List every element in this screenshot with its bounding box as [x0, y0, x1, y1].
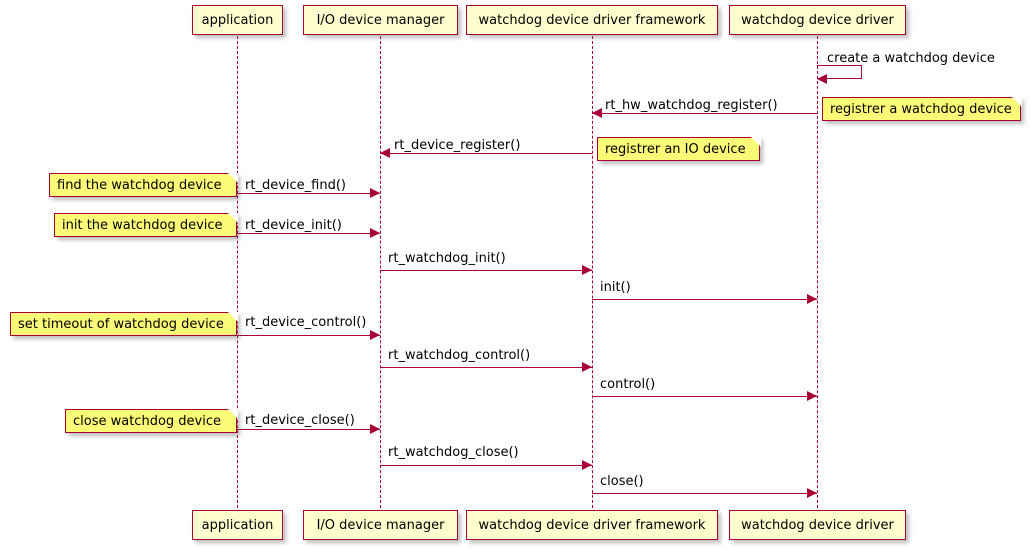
message-line-rt-device-register — [380, 153, 592, 154]
arrow-head-rt-watchdog-close — [582, 460, 592, 470]
arrow-head-rt-watchdog-control — [582, 362, 592, 372]
note-fold-icon — [227, 172, 238, 183]
note-label: registrer a watchdog device — [830, 101, 1012, 117]
note-label: find the watchdog device — [57, 177, 222, 193]
message-line-rt-watchdog-init — [380, 270, 592, 271]
arrow-head-rt-device-close — [370, 424, 380, 434]
message-label-rt-device-close: rt_device_close() — [245, 413, 355, 428]
participant-label: watchdog device driver — [741, 12, 894, 28]
message-label-rt-hw-watchdog-register: rt_hw_watchdog_register() — [605, 98, 778, 113]
participant-application-top[interactable]: application — [192, 5, 283, 35]
participant-framework-top[interactable]: watchdog device driver framework — [466, 5, 718, 35]
participant-driver-top[interactable]: watchdog device driver — [729, 5, 906, 35]
note-fold-icon — [227, 408, 238, 419]
message-label-rt-device-find: rt_device_find() — [245, 178, 346, 193]
lifeline-application — [237, 36, 238, 518]
message-label-rt-watchdog-init: rt_watchdog_init() — [388, 251, 506, 266]
message-line-rt-device-init — [237, 233, 380, 234]
participant-label: watchdog device driver — [741, 517, 894, 533]
note-set-timeout-of-watchdog-device[interactable]: set timeout of watchdog device — [10, 311, 238, 336]
message-label-rt-device-init: rt_device_init() — [245, 218, 342, 233]
note-label: init the watchdog device — [62, 217, 223, 233]
arrow-head-rt-watchdog-init — [582, 265, 592, 275]
note-fold-icon — [750, 136, 761, 147]
message-line-rt-hw-watchdog-register — [592, 113, 817, 114]
arrow-head-rt-hw-watchdog-register — [592, 108, 602, 118]
message-label-rt-device-control: rt_device_control() — [245, 315, 367, 330]
message-line-rt-device-find — [237, 193, 380, 194]
message-line-rt-device-control — [237, 335, 380, 336]
participant-driver-bottom[interactable]: watchdog device driver — [729, 510, 906, 540]
participant-io-device-manager-bottom[interactable]: I/O device manager — [303, 510, 458, 540]
note-fold-icon — [1011, 96, 1022, 107]
arrow-head-rt-device-register — [380, 148, 390, 158]
participant-label: application — [201, 12, 274, 28]
message-label-rt-watchdog-close: rt_watchdog_close() — [388, 445, 519, 460]
message-line-rt-watchdog-control — [380, 367, 592, 368]
note-close-watchdog-device[interactable]: close watchdog device — [65, 408, 238, 433]
participant-label: watchdog device driver framework — [478, 12, 706, 28]
message-label-rt-watchdog-control: rt_watchdog_control() — [388, 348, 531, 363]
message-label-control: control() — [600, 377, 656, 392]
message-label-rt-device-register: rt_device_register() — [394, 138, 521, 153]
note-registrer-a-watchdog-device[interactable]: registrer a watchdog device — [822, 96, 1022, 121]
note-init-the-watchdog-device[interactable]: init the watchdog device — [54, 212, 238, 237]
message-line-rt-watchdog-close — [380, 465, 592, 466]
arrow-head-close — [807, 488, 817, 498]
message-line-close — [592, 493, 817, 494]
message-label-init: init() — [600, 280, 631, 295]
arrow-head-rt-device-control — [370, 330, 380, 340]
note-label: registrer an IO device — [605, 141, 746, 157]
lifeline-io-device-manager — [380, 36, 381, 518]
message-line-control — [592, 396, 817, 397]
note-fold-icon — [227, 212, 238, 223]
arrow-head-rt-device-init — [370, 228, 380, 238]
participant-io-device-manager-top[interactable]: I/O device manager — [303, 5, 458, 35]
lifeline-driver — [817, 36, 818, 518]
arrow-head-init — [807, 294, 817, 304]
participant-application-bottom[interactable]: application — [192, 510, 283, 540]
note-find-the-watchdog-device[interactable]: find the watchdog device — [49, 172, 238, 197]
self-message-loop-create — [817, 65, 862, 79]
participant-label: watchdog device driver framework — [478, 517, 706, 533]
participant-label: I/O device manager — [316, 517, 445, 533]
note-label: set timeout of watchdog device — [18, 316, 224, 332]
participant-framework-bottom[interactable]: watchdog device driver framework — [466, 510, 718, 540]
arrow-head-control — [807, 391, 817, 401]
note-fold-icon — [227, 311, 238, 322]
message-label-create-a-watchdog-device: create a watchdog device — [827, 51, 995, 66]
lifeline-framework — [592, 36, 593, 518]
note-label: close watchdog device — [73, 413, 221, 429]
arrow-head-create — [817, 74, 827, 84]
participant-label: application — [201, 517, 274, 533]
message-line-init — [592, 299, 817, 300]
arrow-head-rt-device-find — [370, 188, 380, 198]
message-line-rt-device-close — [237, 429, 380, 430]
participant-label: I/O device manager — [316, 12, 445, 28]
message-label-close: close() — [600, 474, 644, 489]
note-registrer-an-io-device[interactable]: registrer an IO device — [597, 136, 761, 161]
